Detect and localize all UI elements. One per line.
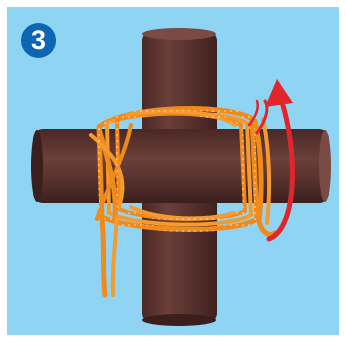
horizontal-pole [31,129,331,203]
step-number-badge: 3 [21,23,56,58]
illustration-panel: 3 [7,7,339,335]
lashing-illustration [7,7,339,335]
